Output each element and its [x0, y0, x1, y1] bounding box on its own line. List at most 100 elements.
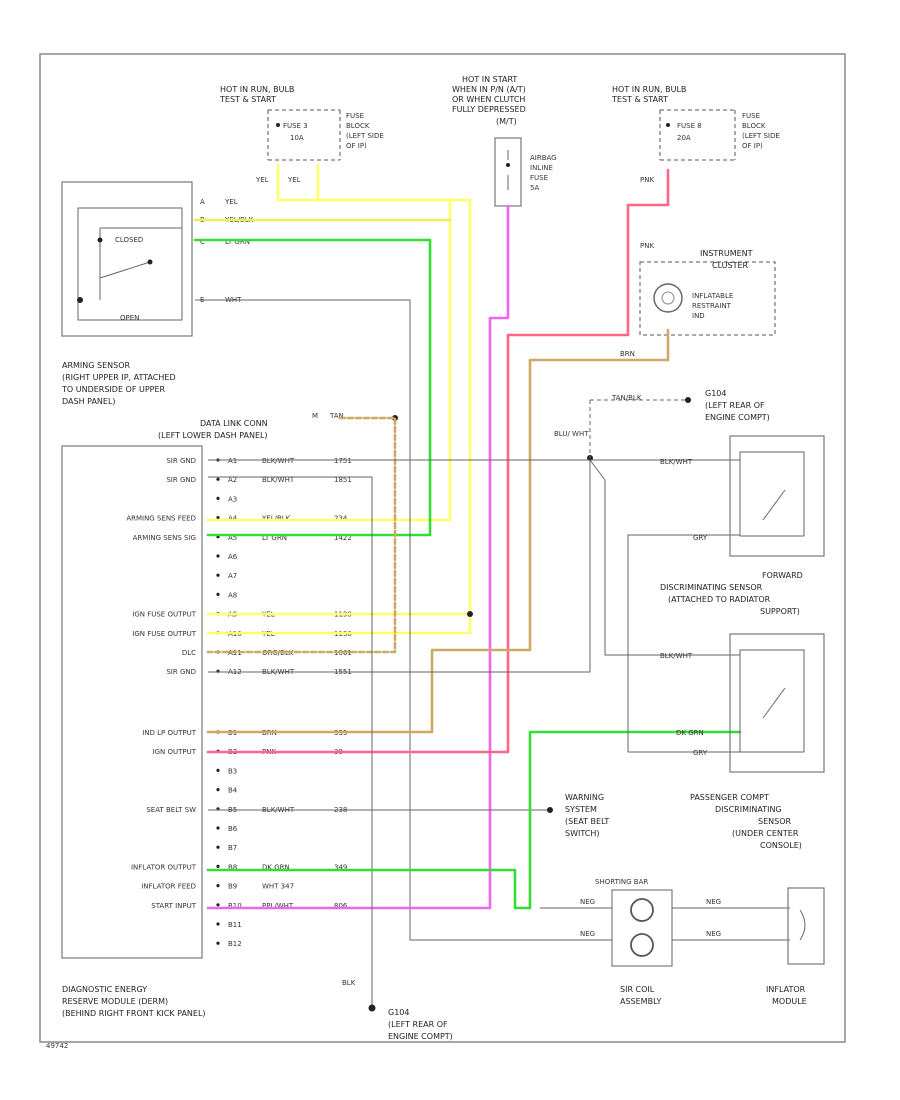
derm-row-label: START INPUT: [151, 902, 196, 910]
power-mid-line3: OR WHEN CLUTCH: [452, 95, 525, 104]
derm-title1: DIAGNOSTIC ENERGY: [62, 985, 147, 994]
derm-row-circuit: 234: [334, 515, 348, 523]
fuse-right-node: [666, 123, 670, 127]
ground-bottom-line2: ENGINE COMPT): [388, 1032, 453, 1041]
cluster-title1: INSTRUMENT: [700, 249, 753, 258]
derm-title2: RESERVE MODULE (DERM): [62, 997, 168, 1006]
wire-lt-grn: [193, 238, 432, 537]
derm-row-circuit: 1851: [334, 476, 352, 484]
arming-label-closed: CLOSED: [115, 236, 143, 244]
derm-row-terminal: [216, 516, 220, 520]
inflator-wire2: NEG: [706, 930, 721, 938]
derm-row-label: SIR GND: [166, 668, 196, 676]
passenger-wire1: BLK/WHT: [660, 652, 693, 660]
fuse-block-right-text3: (LEFT SIDE: [742, 132, 780, 140]
power-right-line1: HOT IN RUN, BULB: [612, 85, 686, 94]
inline-fuse-text3: FUSE: [530, 174, 548, 182]
wire-wht: [195, 299, 540, 941]
seat-belt-node: [547, 807, 553, 813]
ground-bottom: BLK G104 (LEFT REAR OF ENGINE COMPT): [342, 915, 453, 1041]
arming-label-open: OPEN: [120, 314, 139, 322]
fuse-block-left-text2: BLOCK: [346, 122, 370, 130]
wire-tan-blk-ground: [589, 399, 688, 458]
derm-row-terminal: [216, 922, 220, 926]
passenger-title3: SENSOR: [758, 817, 791, 826]
derm-row-pin: B7: [228, 844, 237, 852]
cluster-outline: [639, 261, 776, 336]
ground-top-line1: (LEFT REAR OF: [705, 401, 765, 410]
power-mid-line2: WHEN IN P/N (A/T): [452, 85, 526, 94]
wire-blk-wht-a12: [208, 460, 591, 673]
passenger-sensor-outline: [729, 633, 825, 773]
derm-row-pin: A6: [228, 553, 238, 561]
cluster-lamp1: INFLATABLE: [692, 292, 733, 300]
derm-row-circuit: 349: [334, 863, 347, 871]
splice-yel: [467, 611, 473, 617]
derm-row-pin: A7: [228, 572, 237, 580]
inline-fuse-text2: INLINE: [530, 164, 553, 172]
derm-row-pin: A8: [228, 591, 237, 599]
derm-row-label: SIR GND: [166, 476, 196, 484]
indicator-lamp-icon: [653, 283, 683, 313]
fuse-right-amps: 20A: [677, 134, 691, 142]
derm-row-terminal: [216, 864, 220, 869]
forward-sensor-inner: [739, 451, 805, 537]
wire-yel-a10: [206, 612, 472, 635]
dlc-wire: TAN: [329, 412, 344, 420]
derm-row-pin: B9: [228, 883, 237, 891]
derm-title3: (BEHIND RIGHT FRONT KICK PANEL): [62, 1009, 206, 1018]
derm-row-label: INFLATOR OUTPUT: [131, 863, 197, 871]
fuse-block-left-outline: [267, 109, 341, 161]
arming-pin-c: C: [200, 238, 205, 246]
ground-top-node: [685, 397, 691, 403]
derm-row-wire: LT GRN: [262, 534, 287, 542]
arming-sensor: CLOSED OPEN A B C E YEL YEL/BLK LT GRN W…: [61, 181, 254, 406]
inline-fuse-box: [494, 137, 522, 207]
inline-fuse-text1: AIRBAG: [530, 154, 557, 162]
power-source-right: HOT IN RUN, BULB TEST & START FUSE 8 20A…: [611, 85, 780, 250]
derm-row-label: INFLATOR FEED: [141, 883, 196, 891]
wire-pnk: [206, 168, 670, 754]
derm-row-wire: PPL/WHT: [262, 902, 294, 910]
fuse-right-label: FUSE 8: [677, 122, 702, 130]
wire-blk-wht-a2: [208, 476, 373, 1010]
forward-switch: [739, 460, 786, 536]
power-source-left: HOT IN RUN, BULB TEST & START FUSE 3 10A…: [219, 85, 384, 184]
wire-label-pnk1: PNK: [640, 176, 654, 184]
power-source-middle: HOT IN START WHEN IN P/N (A/T) OR WHEN C…: [452, 75, 557, 207]
derm-row-terminal: [216, 903, 220, 907]
wire-label-blu-wht: BLU/ WHT: [554, 430, 589, 438]
wire-dk-grn-passenger: [528, 730, 742, 910]
derm-row-wire: ORG/BLK: [262, 649, 294, 657]
forward-wire1: BLK/WHT: [660, 458, 693, 466]
wire-label-blk: BLK: [342, 979, 356, 987]
diagram-frame: [39, 53, 846, 1043]
cluster-lamp3: IND: [692, 312, 705, 320]
forward-wire2: GRY: [693, 534, 708, 542]
sir-coil-assembly: SHORTING BAR NEG NEG NEG NEG SIR COIL AS…: [540, 878, 790, 1006]
arming-sensor-outline: [61, 181, 193, 337]
derm-row-terminal: [216, 768, 220, 773]
passenger-sensor-inner: [739, 649, 805, 753]
arming-ground-node: [77, 297, 83, 303]
indicator-lamp-filament: [661, 291, 675, 305]
forward-sensor: BLK/WHT GRY FORWARD DISCRIMINATING SENSO…: [660, 435, 825, 616]
coil-wire1: NEG: [580, 898, 595, 906]
passenger-title2: DISCRIMINATING: [715, 805, 782, 814]
passenger-title5: CONSOLE): [760, 841, 802, 850]
derm-row-pin: B8: [228, 863, 237, 871]
dlc-pin: M: [312, 412, 318, 420]
ground-top-line2: ENGINE COMPT): [705, 413, 770, 422]
cluster-title2: CLUSTER: [712, 261, 749, 270]
derm-row-pin: B4: [228, 787, 238, 795]
warning-line2: SYSTEM: [565, 805, 597, 814]
derm-row-label: ARMING SENS FEED: [126, 515, 196, 523]
arming-pin-a: A: [200, 198, 205, 206]
derm-row-wire: WHT 347: [262, 883, 294, 891]
inflator-title1: INFLATOR: [766, 985, 806, 994]
arming-title1: ARMING SENSOR: [62, 361, 131, 370]
derm-row-terminal: [216, 845, 220, 849]
derm-row-pin: A2: [228, 476, 237, 484]
dlc-line1: DATA LINK CONN: [200, 419, 268, 428]
cluster-lamp2: RESTRAINT: [692, 302, 732, 310]
